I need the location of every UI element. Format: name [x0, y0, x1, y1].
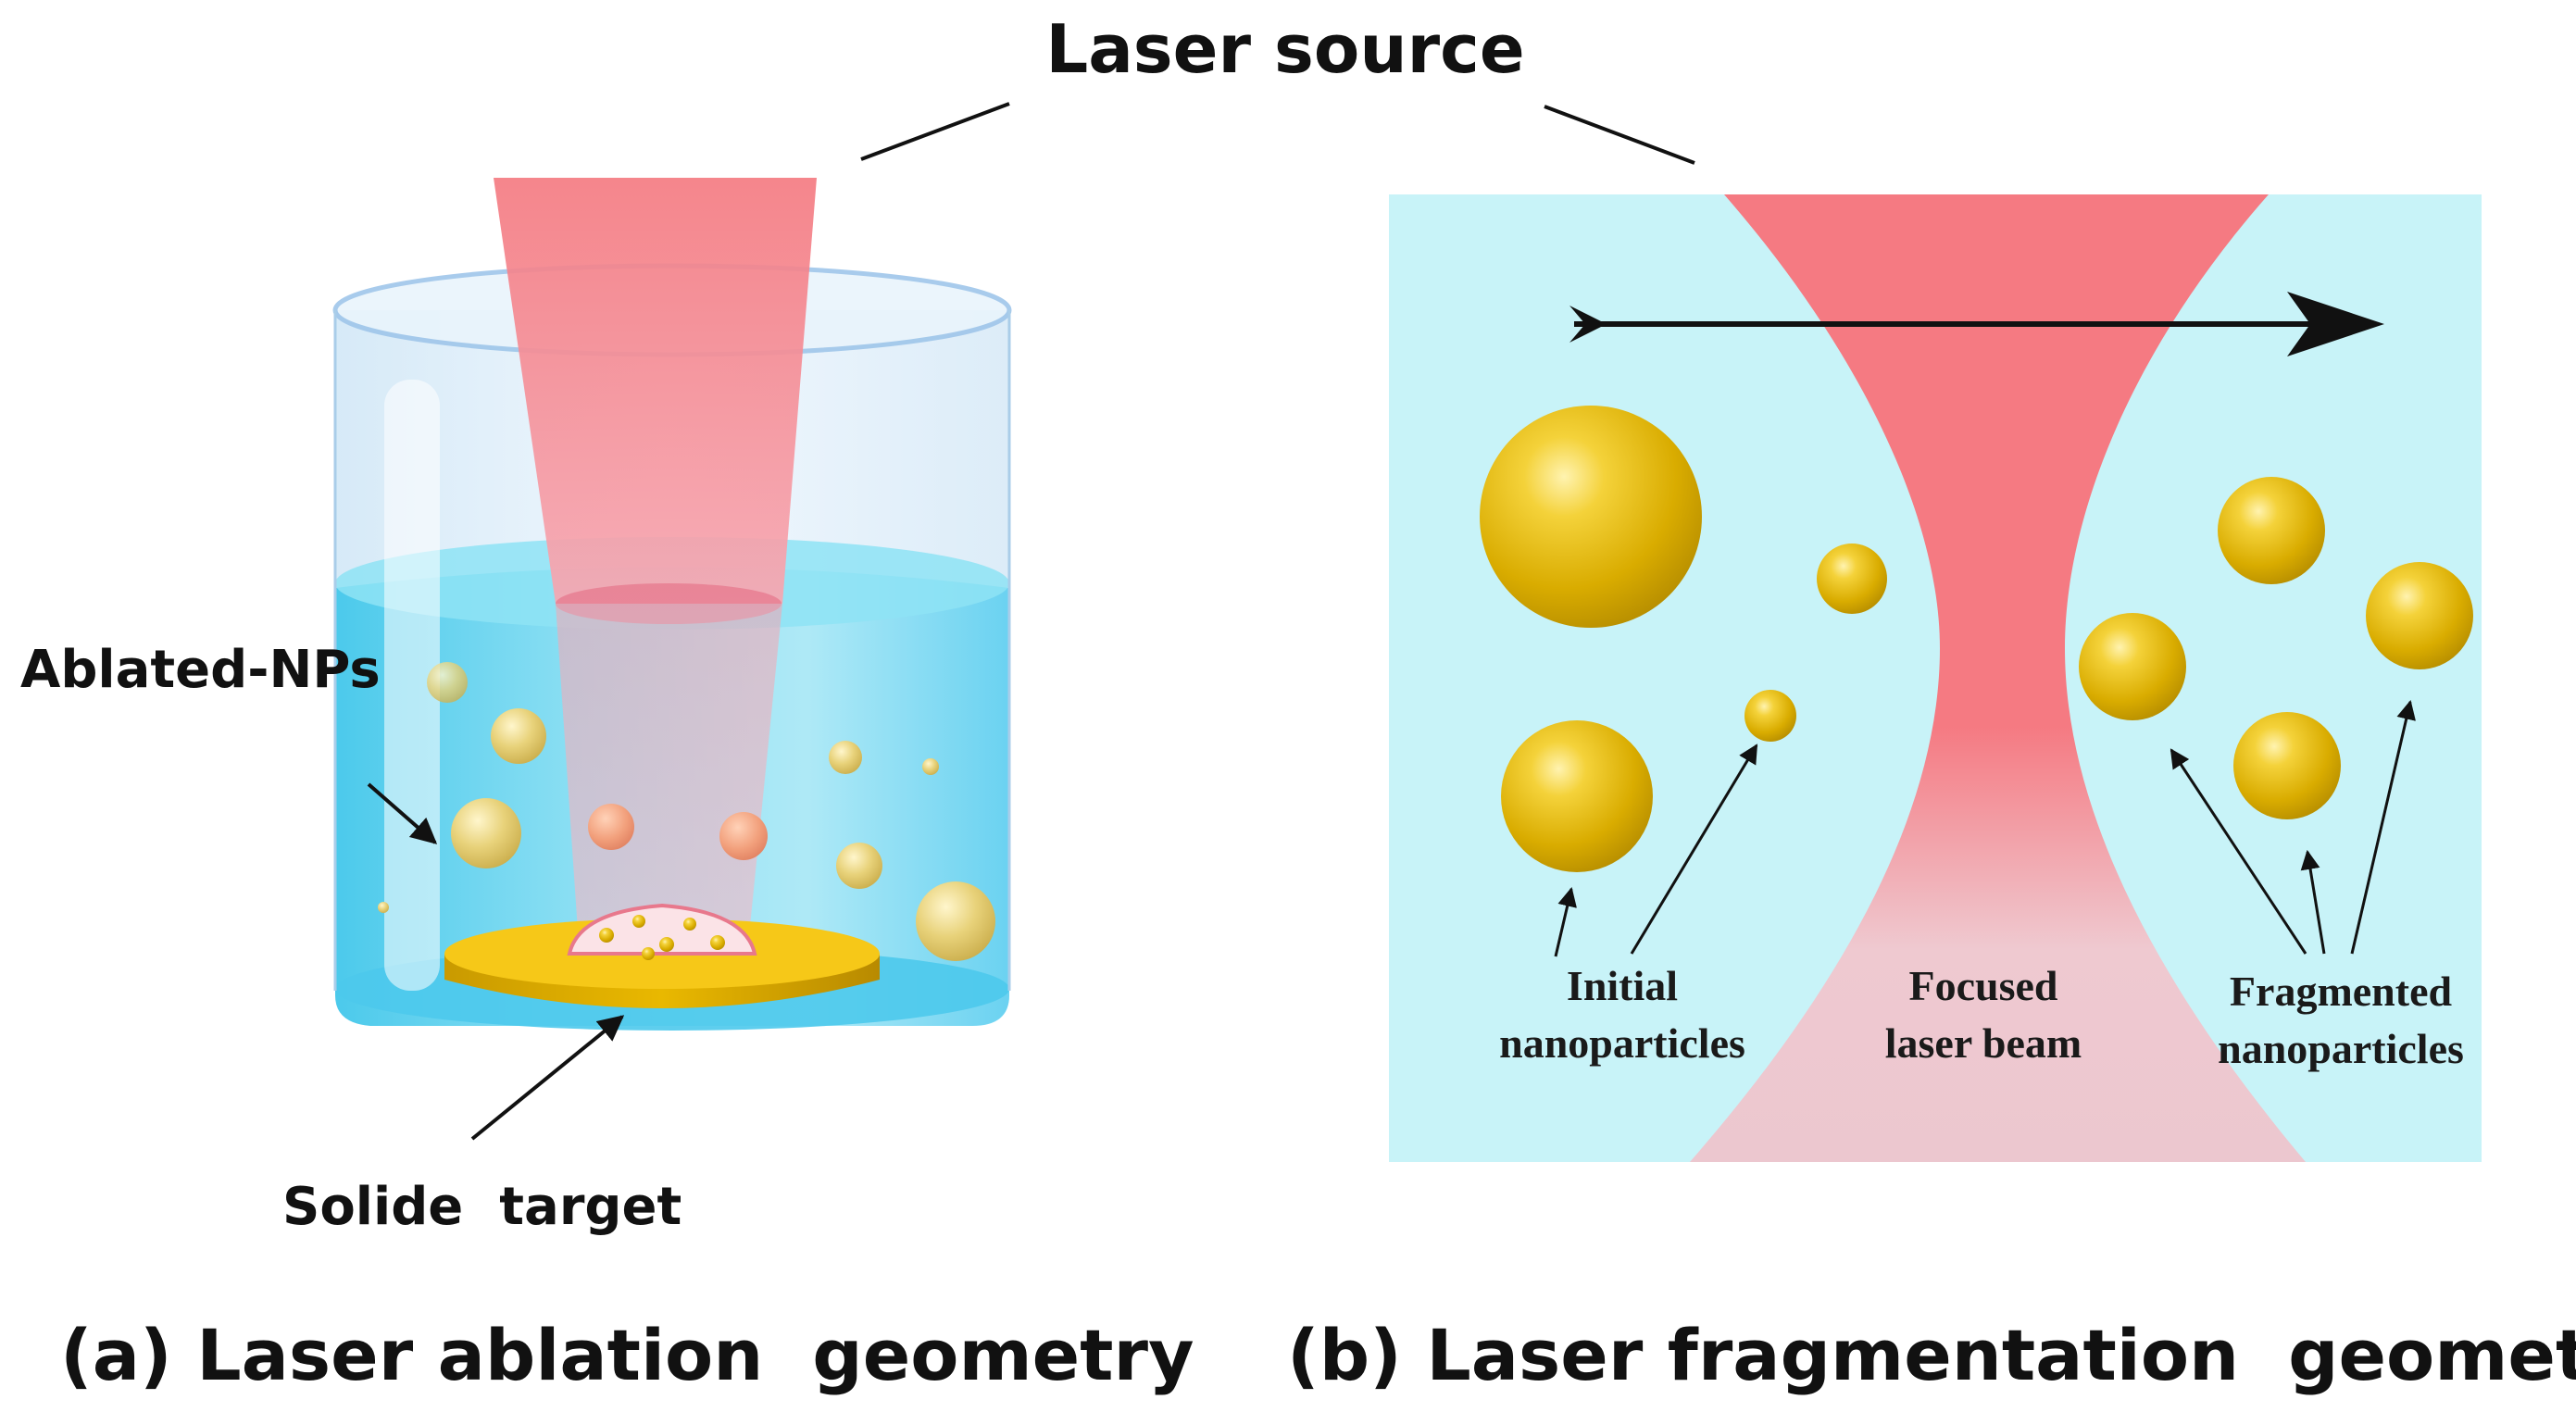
solid-target-label: Solide target — [282, 1177, 682, 1237]
initial-arrow — [1630, 743, 1758, 955]
fragmented-nanoparticle — [2079, 613, 2186, 720]
initial-nanoparticle — [1744, 690, 1796, 742]
ablated-nps-label: Ablated-NPs — [20, 640, 381, 700]
ablation-laser-beam-lower — [556, 604, 782, 944]
scan-arrow-head-icon — [2287, 292, 2384, 356]
fragmented-arrow — [2300, 849, 2326, 955]
initial-nanoparticle — [1817, 544, 1887, 614]
fragmented-nanoparticle — [2233, 712, 2341, 819]
fragmented-nanoparticle — [2218, 477, 2325, 584]
caption-b: (b) Laser fragmentation geometry — [1287, 1314, 2576, 1396]
plasma-plume — [567, 903, 757, 956]
ablated-nanoparticle — [836, 843, 882, 889]
initial-nanoparticle — [1501, 720, 1653, 872]
plume-particle — [683, 918, 696, 931]
ablated-nanoparticle — [922, 758, 939, 775]
ablated-nanoparticle — [719, 812, 768, 860]
ablated-nanoparticle — [829, 741, 862, 774]
scan-arrow-tail-icon — [1569, 306, 1607, 343]
plume-particle — [632, 915, 645, 928]
fragmented-arrow — [2350, 699, 2416, 955]
solid-target-arrow — [470, 1015, 625, 1141]
initial-label-line1: Initial — [1567, 962, 1678, 1009]
initial-nanoparticle — [1480, 406, 1702, 628]
fragmentation-panel: Initial nanoparticles Focused laser beam… — [1389, 194, 2482, 1162]
focused-label-line1: Focused — [1909, 962, 2058, 1009]
focused-laser-beam — [1690, 194, 2306, 1162]
ablated-nanoparticle — [916, 881, 995, 961]
ablated-nps-arrow — [367, 782, 438, 844]
ablated-nanoparticle — [491, 708, 546, 764]
caption-a: (a) Laser ablation geometry — [60, 1314, 1194, 1396]
ablated-nanoparticle — [588, 804, 634, 850]
fragmented-arrow — [2170, 748, 2307, 955]
ablation-laser-beam-upper — [494, 178, 817, 604]
plume-particle — [659, 937, 674, 952]
focused-label-line2: laser beam — [1885, 1019, 2082, 1067]
ablated-nanoparticle — [427, 662, 468, 703]
plume-particle — [710, 935, 725, 950]
fragmented-nanoparticle — [2366, 562, 2473, 669]
beaker-diagram — [332, 178, 1012, 1031]
initial-arrow — [1554, 886, 1577, 957]
initial-label-line2: nanoparticles — [1499, 1019, 1745, 1067]
laser-source-pointer-left — [860, 102, 1010, 161]
laser-source-title: Laser source — [1045, 10, 1524, 88]
fragmented-label-line2: nanoparticles — [2218, 1025, 2464, 1072]
fragmented-label-line1: Fragmented — [2230, 968, 2453, 1015]
ablated-nanoparticle — [451, 798, 521, 868]
plume-particle — [642, 947, 655, 960]
ablated-nanoparticle — [378, 902, 389, 913]
plume-particle — [599, 928, 614, 943]
laser-source-pointer-right — [1544, 105, 1695, 165]
